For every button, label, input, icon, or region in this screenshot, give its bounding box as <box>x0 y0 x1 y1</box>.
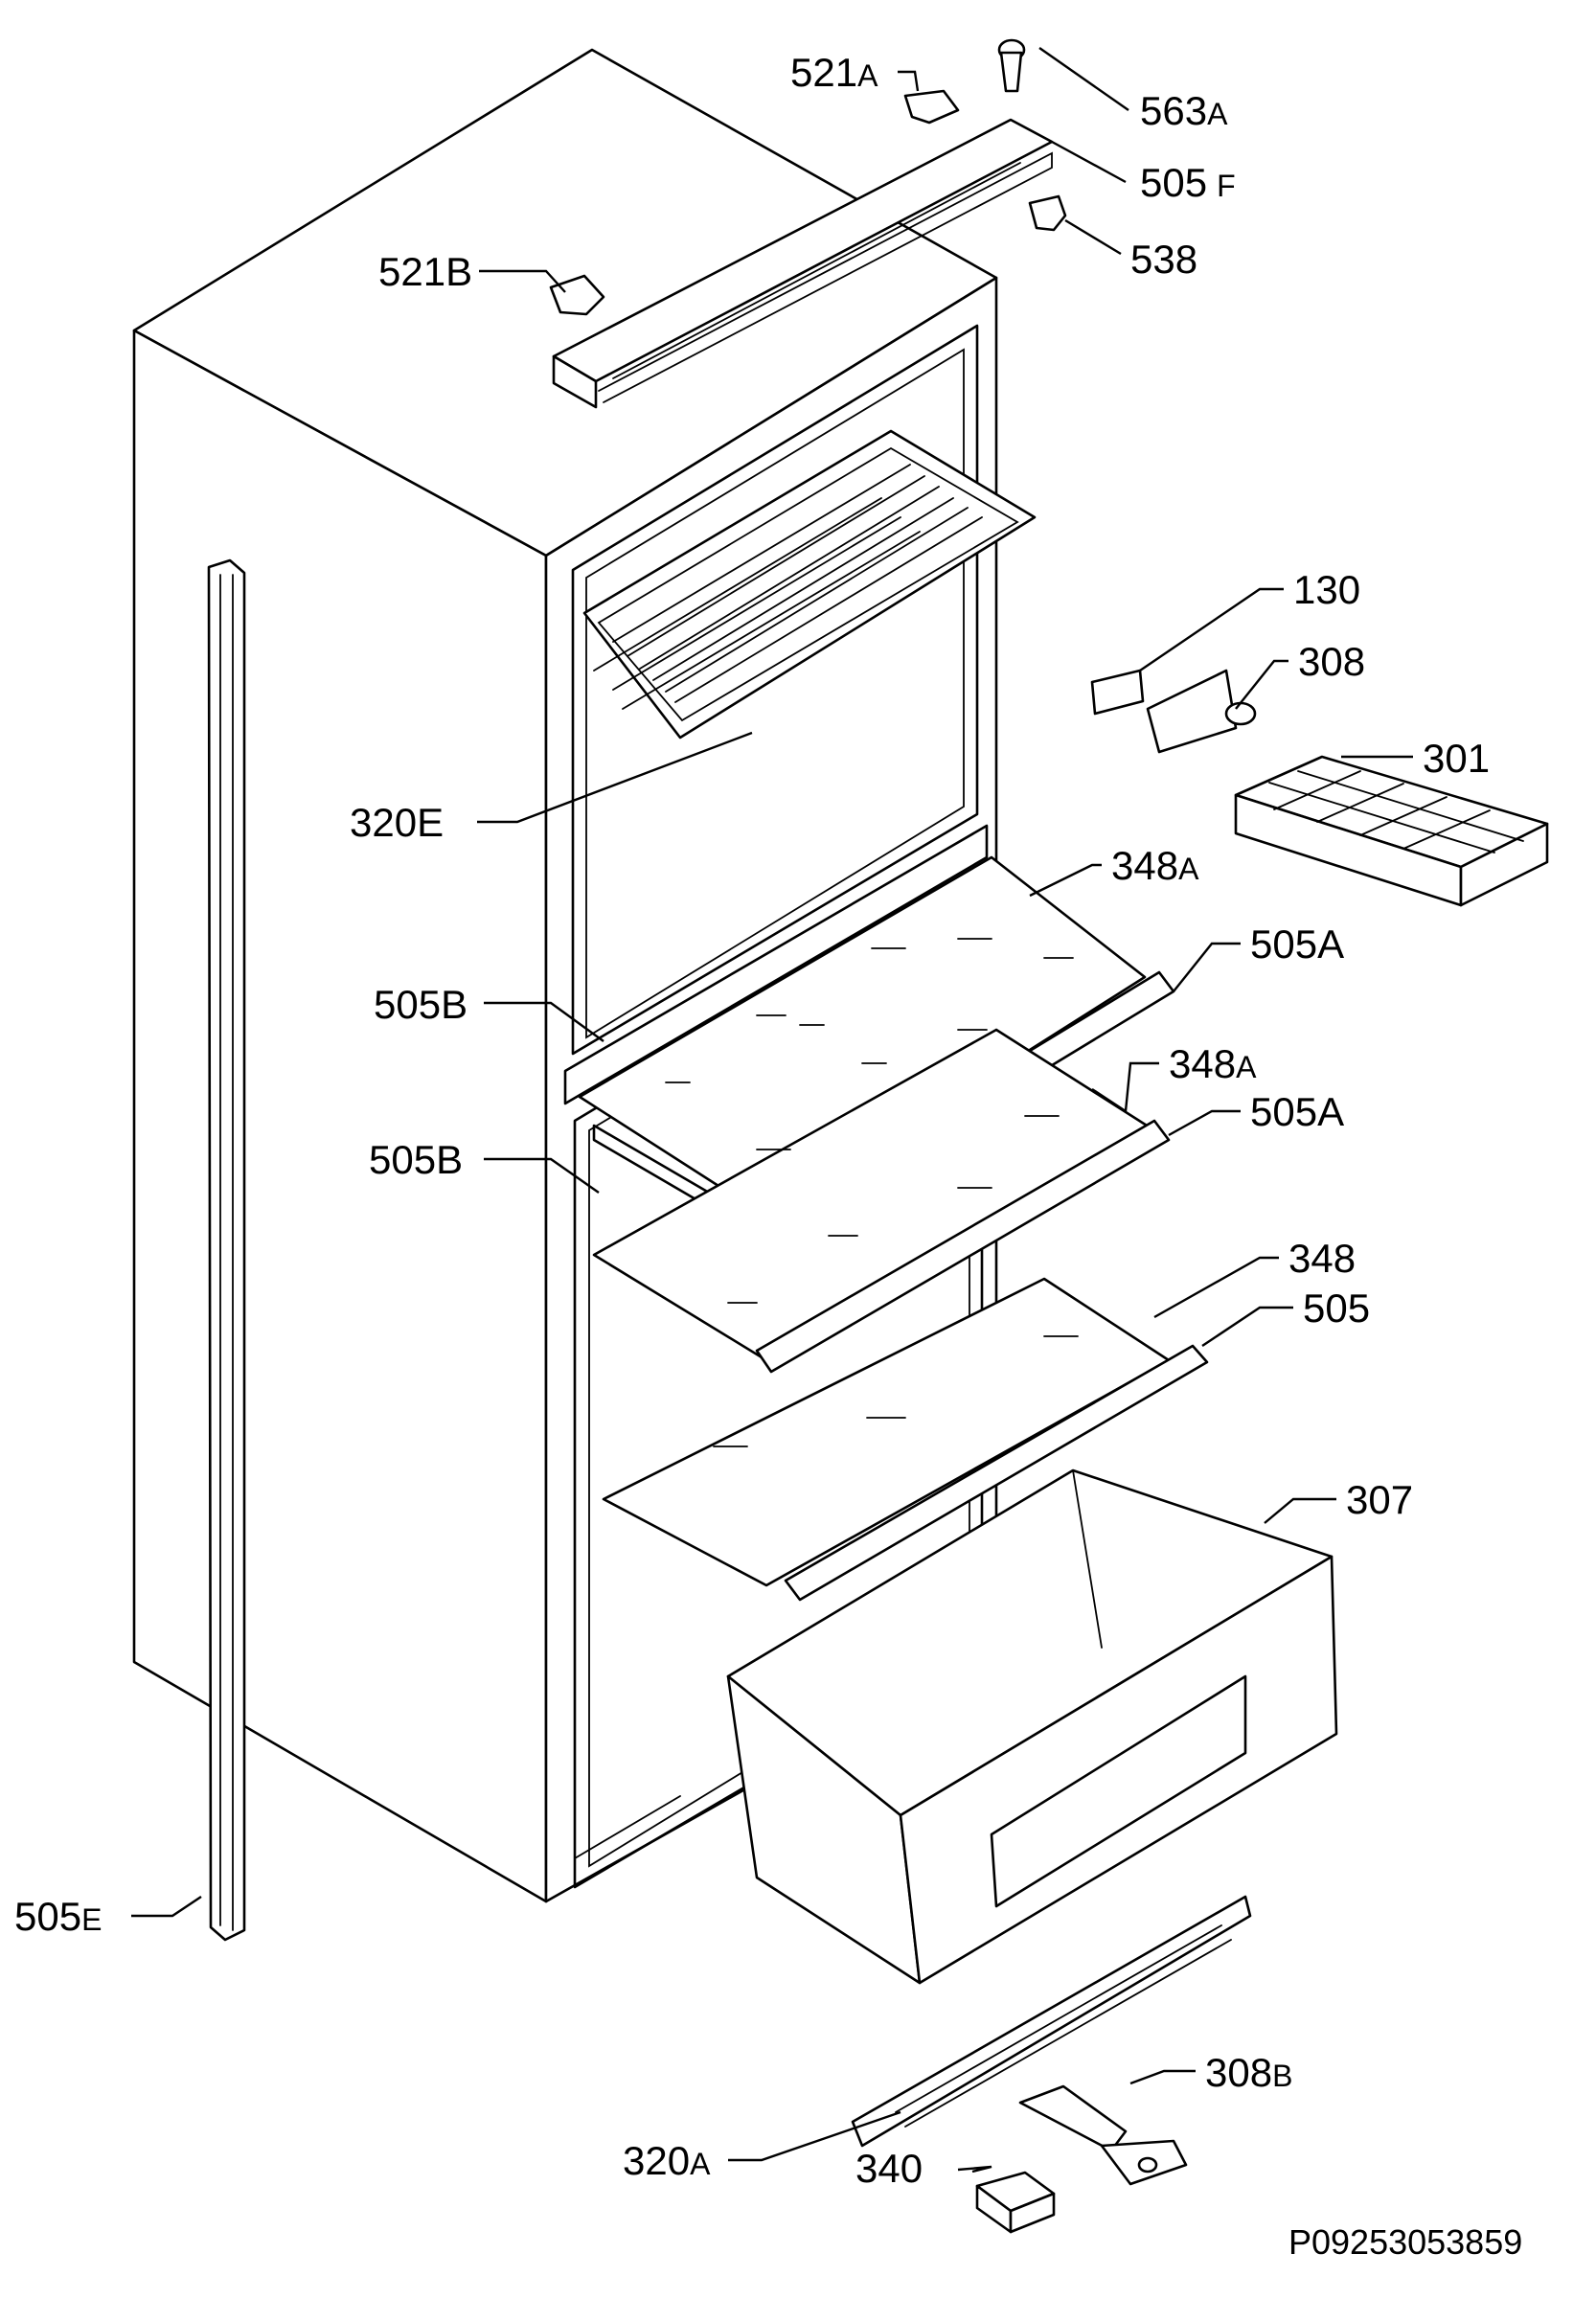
label-320e: 320E <box>350 800 444 845</box>
ice-tray-301 <box>1234 755 1549 907</box>
label-130: 130 <box>1293 567 1360 612</box>
label-521a: 521A <box>790 50 878 95</box>
label-320a: 320A <box>623 2138 711 2183</box>
lower-hinge <box>1018 2084 1188 2186</box>
label-308: 308 <box>1298 639 1365 684</box>
label-563a: 563A <box>1140 88 1228 133</box>
label-348a-2: 348A <box>1169 1041 1257 1086</box>
crisper-drawer <box>726 1468 1338 1985</box>
label-505a-1: 505A <box>1250 922 1344 967</box>
freezer-grid-shelf <box>582 429 1037 740</box>
label-340: 340 <box>855 2146 923 2191</box>
label-505b-2: 505B <box>369 1137 463 1182</box>
hinge-308 <box>1146 669 1257 754</box>
bracket-538 <box>1028 194 1067 232</box>
hinge-cap-521a <box>903 89 960 125</box>
hinge-plate-130 <box>1090 669 1145 716</box>
label-505: 505 <box>1303 1286 1370 1331</box>
vent-grille <box>851 1895 1252 2148</box>
label-505a-2: 505A <box>1250 1089 1344 1134</box>
glass-shelf-348 <box>602 1277 1209 1602</box>
drawing-code: P09253053859 <box>1288 2222 1522 2262</box>
glass-shelf-348a-lower <box>592 1028 1171 1374</box>
label-301: 301 <box>1423 736 1490 781</box>
glass-highlights <box>665 938 1079 1447</box>
hinge-pin-563a <box>997 38 1026 93</box>
label-505e: 505E <box>14 1894 102 1939</box>
label-505b-1: 505B <box>374 982 467 1027</box>
leader-lines <box>131 47 1413 2174</box>
label-538: 538 <box>1130 237 1197 282</box>
foot-340 <box>975 2171 1056 2234</box>
label-307: 307 <box>1346 1477 1413 1522</box>
hinge-cap-521b <box>549 274 605 316</box>
label-348a-1: 348A <box>1111 843 1199 888</box>
label-521b: 521B <box>378 249 472 294</box>
label-348: 348 <box>1288 1236 1356 1281</box>
label-308b: 308B <box>1205 2050 1292 2095</box>
door-seal-strip <box>207 558 246 1942</box>
